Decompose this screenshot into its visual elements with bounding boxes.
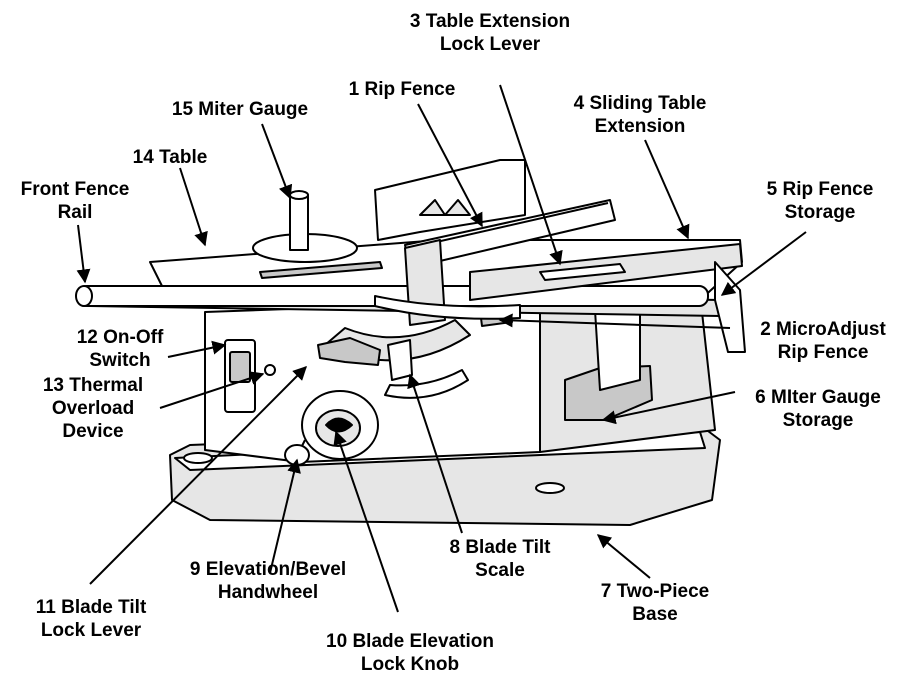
leader-miter-storage bbox=[601, 391, 736, 425]
label-miter-storage: 6 MIter Gauge Storage bbox=[755, 387, 881, 431]
label-fence-storage: 5 Rip Fence Storage bbox=[766, 179, 874, 223]
fence-carriage bbox=[374, 295, 521, 320]
leader-switch bbox=[167, 340, 227, 358]
leader-rip-fence bbox=[417, 103, 483, 228]
leader-table-ext-lock bbox=[499, 84, 563, 266]
side-bracket bbox=[594, 305, 641, 391]
base-foot-right bbox=[535, 482, 565, 494]
label-miter-gauge: 15 Miter Gauge bbox=[171, 99, 309, 120]
leader-elev-lock bbox=[333, 430, 399, 613]
leader-microadjust bbox=[498, 313, 731, 329]
leader-fence-storage bbox=[720, 231, 807, 296]
label-table-ext-lock: 3 Table Extension Lock Lever bbox=[409, 11, 571, 55]
label-switch: 12 On-Off Switch bbox=[76, 327, 164, 371]
label-tilt-lock: 11 Blade Tilt Lock Lever bbox=[35, 597, 147, 641]
label-sliding-ext: 4 Sliding Table Extension bbox=[573, 93, 707, 137]
leader-handwheel bbox=[269, 458, 301, 574]
blade-guard bbox=[374, 159, 526, 241]
thermal-overload-button bbox=[264, 364, 276, 376]
leader-miter-gauge bbox=[261, 123, 293, 200]
leader-overload bbox=[159, 371, 265, 409]
leader-base bbox=[596, 534, 651, 579]
leader-tilt-lock bbox=[89, 366, 307, 585]
leader-front-fence-rail bbox=[76, 224, 91, 284]
label-base: 7 Two-Piece Base bbox=[600, 581, 710, 625]
label-overload: 13 Thermal Overload Device bbox=[42, 375, 144, 442]
tilt-lock-lever-handle bbox=[387, 339, 413, 381]
elevation-lock-knob bbox=[325, 417, 353, 433]
on-off-switch-paddle bbox=[229, 351, 251, 383]
label-elev-lock: 10 Blade Elevation Lock Knob bbox=[326, 631, 494, 675]
base-foot-left bbox=[183, 452, 213, 464]
extension-slot bbox=[539, 263, 626, 281]
miter-gauge-handle bbox=[289, 194, 309, 251]
blade-teeth bbox=[419, 199, 471, 216]
label-rip-fence: 1 Rip Fence bbox=[348, 79, 456, 100]
label-microadjust: 2 MicroAdjust Rip Fence bbox=[760, 319, 886, 363]
leader-table bbox=[179, 167, 208, 247]
miter-slot bbox=[259, 261, 383, 279]
label-tilt-scale: 8 Blade Tilt Scale bbox=[449, 537, 551, 581]
leader-tilt-scale bbox=[407, 373, 463, 534]
tilt-lock-lever bbox=[317, 337, 381, 366]
leader-sliding-ext bbox=[644, 139, 690, 240]
label-table: 14 Table bbox=[132, 147, 208, 168]
label-handwheel: 9 Elevation/Bevel Handwheel bbox=[189, 559, 347, 603]
rip-fence-top bbox=[409, 202, 609, 249]
label-front-fence-rail: Front Fence Rail bbox=[20, 179, 130, 223]
